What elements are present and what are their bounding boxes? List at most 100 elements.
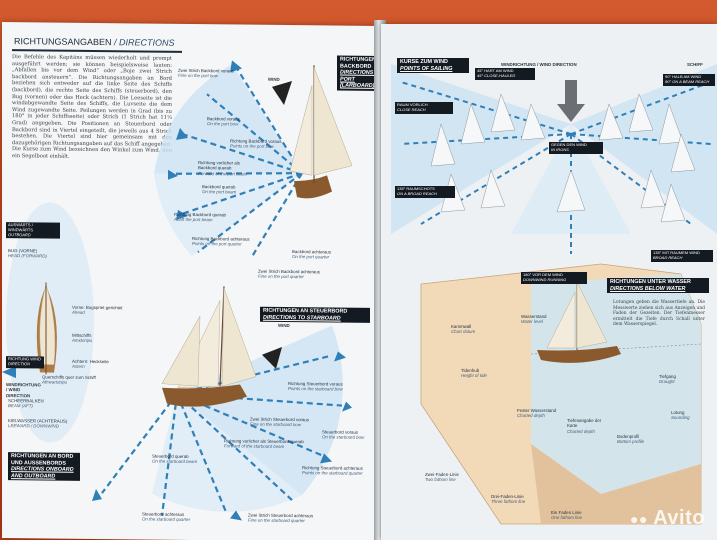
side-label-4: KIELWASSER (ACHTERAUS)LEEWARD / DOWNWIND [8, 418, 68, 430]
course-line [570, 133, 692, 225]
left-diagram [2, 60, 353, 521]
sail-icon [598, 103, 624, 141]
sail-icon [640, 169, 666, 209]
stbd-line-4 [176, 393, 293, 501]
stbd-line-5 [175, 393, 229, 515]
arrowhead [176, 127, 188, 140]
port-line-4 [171, 172, 303, 175]
sail-icon [628, 93, 654, 133]
sail-icon [490, 93, 516, 133]
page-tag: SCHIFF [687, 62, 703, 67]
port-line-3 [181, 132, 303, 175]
wind-arrow-port [272, 81, 292, 105]
wind-direction-left: WINDRICHTUNG / WIND DIRECTION [6, 382, 41, 399]
box-onboard-en: DIRECTIONS ONBOARD AND OUTBOARD [11, 466, 74, 480]
port-line-6 [197, 172, 303, 253]
box-underwater-de: RICHTUNGEN UNTER WASSER [610, 279, 691, 285]
stbd-line-2 [176, 392, 343, 407]
sail-icon [430, 123, 456, 167]
stbd-line-3 [176, 392, 323, 457]
left-page: RICHTUNGSANGABEN / DIRECTIONS Die Befehl… [2, 22, 389, 540]
port-line-5 [181, 172, 303, 215]
stbd-line-6 [160, 393, 179, 516]
arrowhead [92, 489, 102, 501]
box-starboard-en: DIRECTIONS TO STARBOARD [263, 314, 341, 322]
boat-overhead [36, 282, 57, 375]
arrowhead [334, 351, 346, 362]
arrowhead [168, 169, 178, 180]
sail-icon [660, 183, 686, 223]
wind-arrow-down [557, 80, 585, 122]
right-page: WINDRICHTUNG / WIND DIRECTION SCHIFF KUR… [381, 24, 717, 540]
port-quarter-sector [154, 173, 302, 257]
stbd-line-7 [101, 393, 178, 494]
avito-dots-icon: ●● [629, 511, 648, 527]
arrowhead [320, 453, 332, 464]
box-sailing-en: POINTS OF SAILING [400, 65, 453, 72]
sail-icon [520, 103, 546, 141]
box-underwater-en: DIRECTIONS BELOW WATER [610, 285, 686, 292]
wind-arrow-stbd [262, 346, 282, 369]
boat-starboard [161, 286, 257, 407]
wind-direction-right: WINDRICHTUNG / WIND DIRECTION [501, 62, 577, 67]
box-underwater: RICHTUNGEN UNTER WASSER DIRECTIONS BELOW… [607, 278, 709, 294]
port-bow-sector [154, 64, 302, 174]
port-line-2 [206, 93, 303, 175]
sail-icon [480, 169, 506, 209]
watermark-logo: ●● Avito [629, 507, 705, 529]
course-line [400, 81, 572, 135]
side-label-1: BUG (VORNE)HEAD (FORWARD) [8, 248, 47, 259]
sail-icon [670, 133, 696, 173]
stbd-label-3: Richtung vorlicher als Steuerbord querab… [224, 438, 304, 450]
underwater-paragraph: Lotungen geben die Wassertiefe an. Die M… [613, 300, 705, 328]
box-onboard-de: RICHTUNGEN AN BORD UND AUSSENBORDS [11, 453, 74, 467]
sail-icon [460, 103, 486, 145]
arrowhead [230, 60, 242, 73]
wind-label-port: WIND [268, 76, 280, 82]
sail-icon [556, 169, 586, 213]
boat-port [289, 65, 353, 199]
port-line-7 [251, 172, 303, 258]
arrowhead [342, 401, 352, 412]
arrowhead [176, 209, 188, 220]
arrowhead [2, 366, 16, 379]
box-sailing: KURSE ZUM WIND POINTS OF SAILING [397, 58, 469, 74]
